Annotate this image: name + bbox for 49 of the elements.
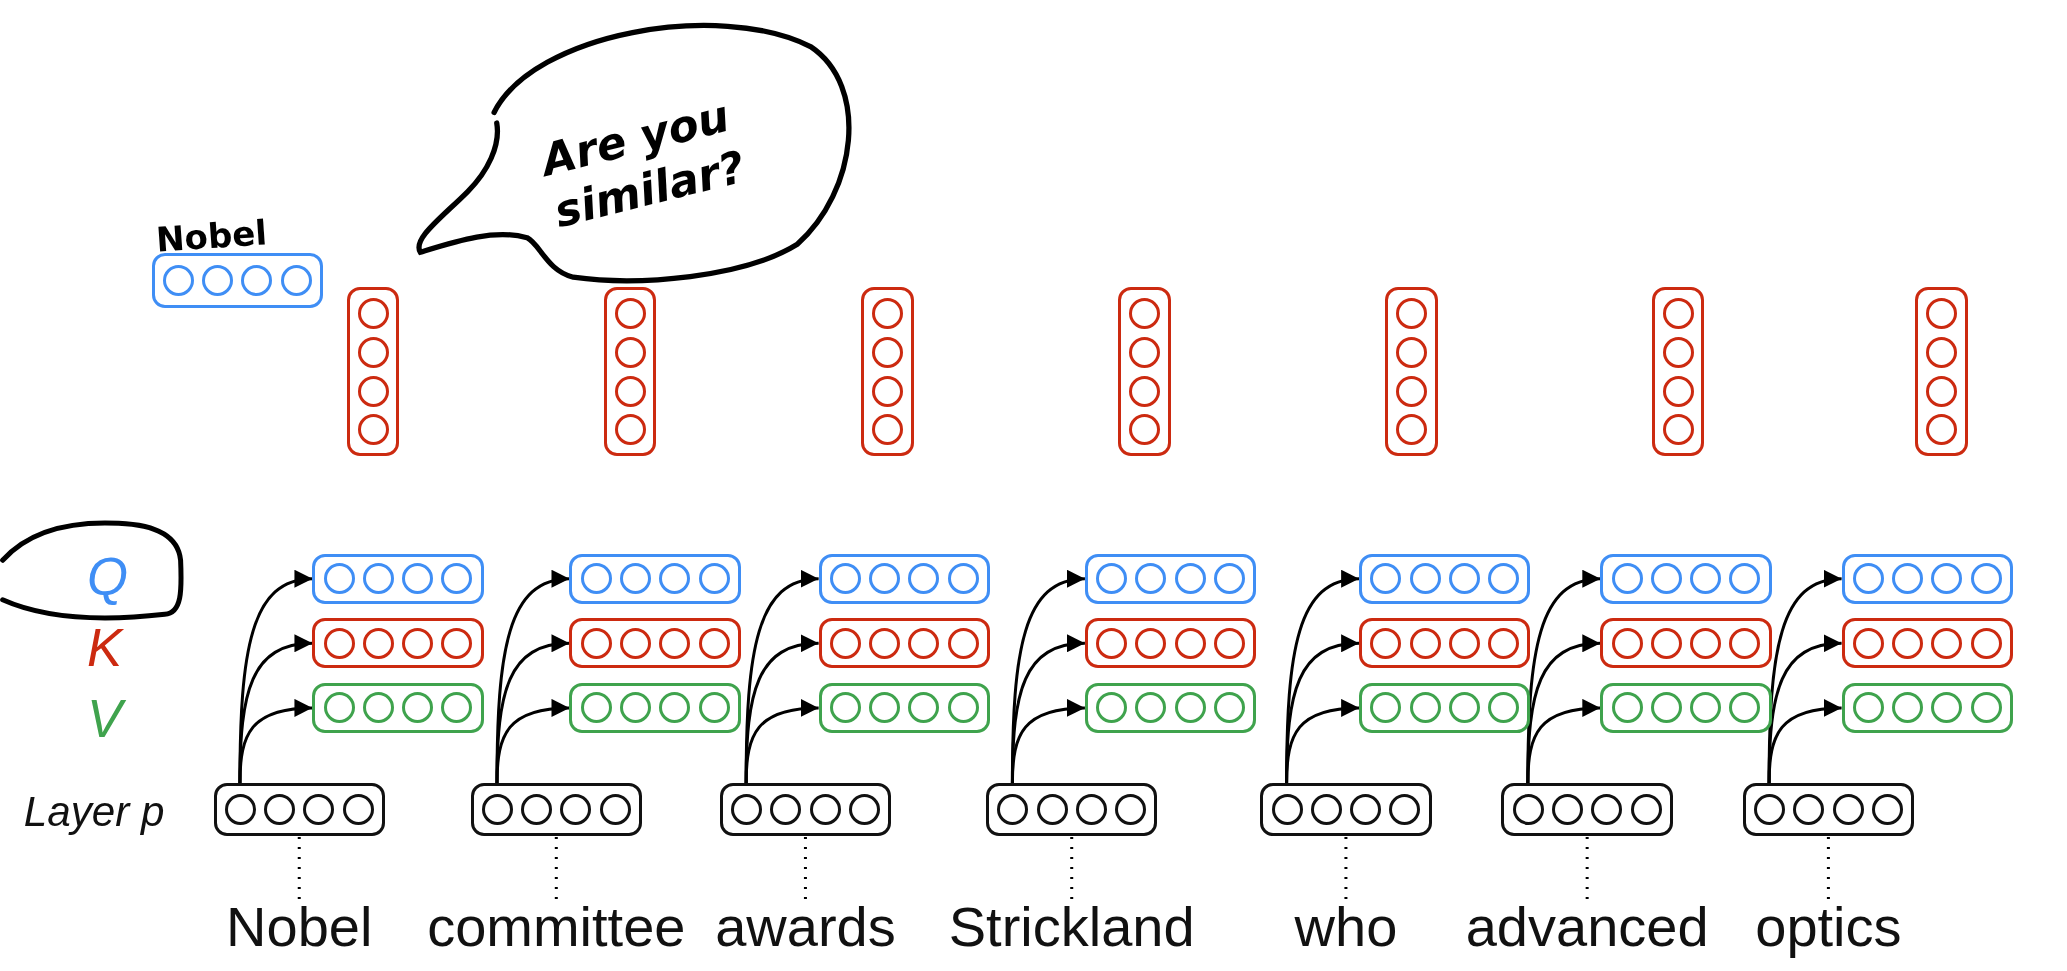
value-vector xyxy=(1600,682,1772,733)
key-vector xyxy=(1600,618,1772,669)
arrow xyxy=(1285,699,1360,784)
hidden-state-vector xyxy=(1501,783,1673,836)
key-vector xyxy=(860,287,914,457)
key-vector xyxy=(818,618,990,669)
value-vector xyxy=(1359,682,1531,733)
arrow xyxy=(1767,699,1842,784)
side-label: Layer p xyxy=(23,790,165,834)
hidden-state-vector xyxy=(1742,783,1915,836)
key-vector xyxy=(1359,618,1531,669)
key-vector xyxy=(312,618,484,669)
arrow xyxy=(238,699,313,784)
query-vector xyxy=(1084,553,1257,604)
query-vector xyxy=(569,553,741,604)
hidden-state-vector xyxy=(213,783,385,836)
key-vector xyxy=(1084,618,1257,669)
query-vector xyxy=(312,553,484,604)
key-vector xyxy=(1841,618,2013,669)
arrow xyxy=(495,699,570,784)
query-vector xyxy=(818,553,990,604)
hidden-state-vector xyxy=(1260,783,1432,836)
value-vector xyxy=(1084,682,1257,733)
hidden-state-vector xyxy=(986,783,1158,836)
value-vector xyxy=(1841,682,2013,733)
key-vector xyxy=(1117,287,1171,457)
hidden-state-vector xyxy=(719,783,892,836)
key-vector xyxy=(1385,287,1439,457)
hidden-state-vector xyxy=(470,783,642,836)
side-label: Q xyxy=(87,551,128,604)
key-vector xyxy=(1915,287,1969,457)
key-vector xyxy=(569,618,741,669)
arrow xyxy=(1526,699,1601,784)
token-word: advanced xyxy=(1422,899,1752,965)
value-vector xyxy=(312,682,484,733)
key-vector xyxy=(1651,287,1705,457)
key-vector xyxy=(346,287,400,457)
arrow xyxy=(1010,699,1085,784)
handwritten-label: Nobel xyxy=(154,215,268,257)
query-vector xyxy=(1841,553,2013,604)
token-word: Strickland xyxy=(906,899,1237,965)
query-vector xyxy=(1600,553,1772,604)
key-vector xyxy=(603,287,657,457)
value-vector xyxy=(818,682,990,733)
arrow xyxy=(744,699,819,784)
value-vector xyxy=(569,682,741,733)
side-label: K xyxy=(87,622,123,675)
query-vector xyxy=(1359,553,1531,604)
arrow xyxy=(495,635,570,784)
